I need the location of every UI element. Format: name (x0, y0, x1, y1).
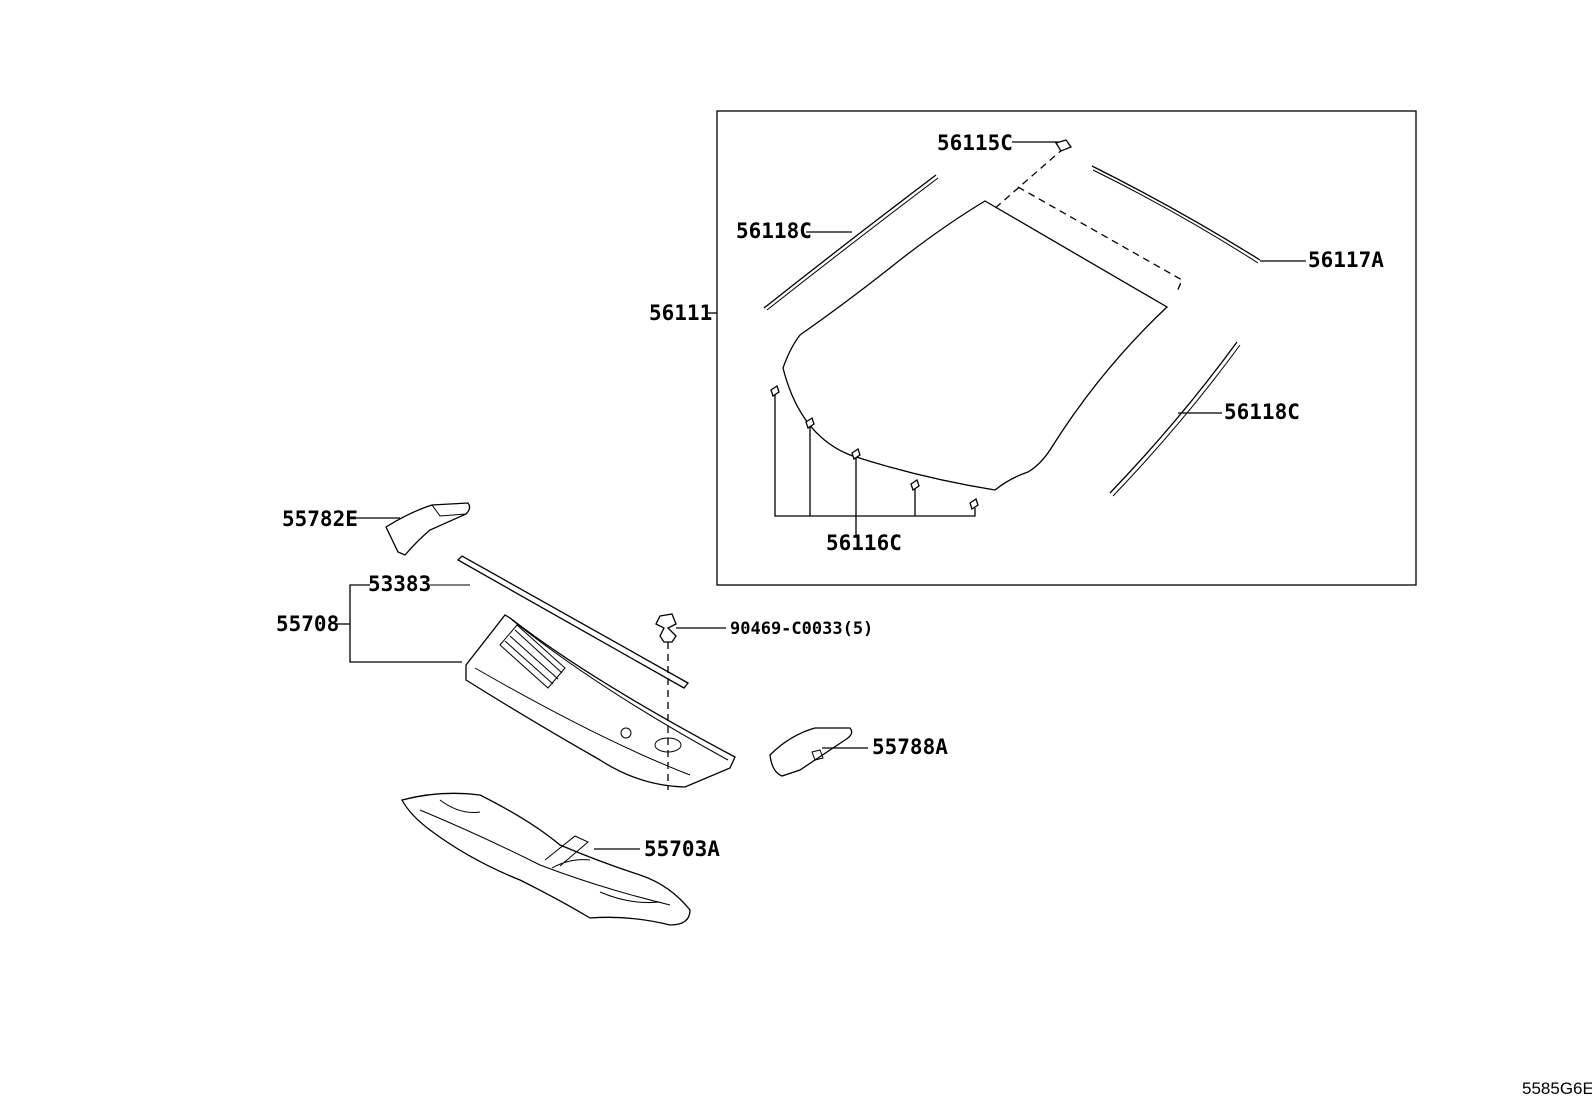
label-56117A: 56117A (1308, 248, 1384, 272)
clip-56115C (1054, 139, 1073, 152)
label-56118C-right: 56118C (1224, 400, 1300, 424)
molding-56118C-right (1109, 341, 1238, 494)
cowl-side-55788A (769, 727, 853, 777)
diagram-code: 5585G6E (1522, 1079, 1592, 1098)
spacers-56116C (770, 384, 979, 511)
label-90469: 90469-C0033(5) (730, 619, 873, 639)
label-55708: 55708 (276, 612, 339, 636)
molding-56117A-edge (1092, 169, 1259, 264)
cowl-louver-55708-ridge (474, 619, 729, 776)
leader-56115C-dashed (992, 147, 1183, 295)
cowl-side-55788A-tab (811, 749, 824, 761)
molding-56117A (1091, 165, 1261, 261)
label-55703A: 55703A (644, 837, 720, 861)
molding-56118C-left (763, 174, 937, 309)
seal-53383 (456, 555, 689, 689)
cowl-side-55782E-edge (431, 504, 467, 517)
windshield-glass (782, 200, 1169, 491)
label-56118C-left: 56118C (736, 219, 812, 243)
leader-56116C (774, 395, 976, 538)
bracket-55708 (349, 584, 462, 663)
label-55782E: 55782E (282, 507, 358, 531)
label-56115C: 56115C (937, 131, 1013, 155)
label-53383: 53383 (368, 572, 431, 596)
label-55788A: 55788A (872, 735, 948, 759)
cowl-louver-55708-grille (499, 624, 566, 689)
molding-56118C-left-edge (766, 177, 939, 311)
label-56116C: 56116C (826, 531, 902, 555)
cowl-louver-55708-hole (620, 727, 632, 739)
label-56111: 56111 (649, 301, 712, 325)
cowl-panel-55703A-detail (419, 799, 671, 906)
molding-56118C-right-edge (1112, 344, 1241, 497)
cowl-side-55782E (385, 502, 471, 556)
clip-90469 (655, 613, 677, 643)
windshield-group-frame (716, 110, 1417, 586)
